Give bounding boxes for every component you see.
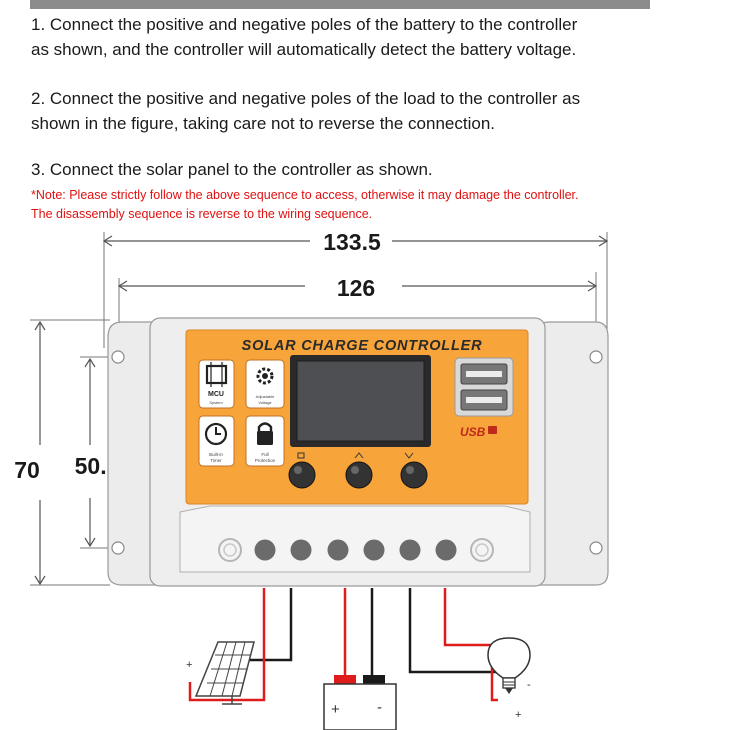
down-symbol-icon: [404, 452, 414, 459]
menu-button[interactable]: [288, 461, 316, 489]
solar-positive-wire: [188, 588, 266, 702]
up-symbol-icon: [354, 452, 364, 459]
adjustable-sub-label: Voltage: [258, 400, 272, 405]
load-positive-sign: +: [515, 709, 521, 721]
feature-built-in-timer: Built-in Timer: [198, 415, 235, 467]
battery-negative-terminal: [363, 675, 385, 684]
solar-positive-sign: +: [186, 659, 192, 671]
up-button[interactable]: [345, 461, 373, 489]
mounting-hole-top-left: [111, 350, 125, 364]
instruction-step-3: 3. Connect the solar panel to the contro…: [31, 160, 433, 179]
warning-note-line-1: *Note: Please strictly follow the above …: [31, 188, 579, 202]
instruction-step-1: 1. Connect the positive and negative pol…: [31, 12, 691, 62]
load-negative-sign: -: [527, 679, 531, 691]
dimension-overall-width-label: 133.5: [323, 229, 381, 255]
protection-label: Full: [261, 452, 268, 457]
clock-icon: [204, 422, 228, 446]
mounting-hole-bottom-left: [111, 541, 125, 555]
timer-label: Built-in: [209, 452, 223, 457]
controller-title: SOLAR CHARGE CONTROLLER: [242, 338, 483, 354]
header-bar: [30, 0, 650, 9]
dimension-overall-height: 70: [14, 319, 110, 586]
usb-ports: USB: [454, 357, 514, 439]
warning-note-line-2: The disassembly sequence is reverse to t…: [31, 207, 373, 221]
usb-label: USB: [460, 425, 486, 439]
instruction-step-2: 2. Connect the positive and negative pol…: [31, 86, 691, 136]
instruction-step-1-line-2: as shown, and the controller will automa…: [31, 40, 577, 59]
feature-mcu-system: MCU System: [198, 359, 235, 409]
load-positive-wire: [443, 588, 498, 702]
terminal-cover-right: [470, 538, 494, 562]
battery-positive-sign: +: [331, 701, 340, 718]
terminal-solar-positive[interactable]: [254, 539, 276, 561]
terminal-battery-positive[interactable]: [327, 539, 349, 561]
lcd-screen: [296, 360, 425, 442]
feature-full-protection: Full Protection: [245, 415, 285, 467]
solar-negative-wire: [240, 588, 293, 662]
gear-icon: [256, 367, 274, 385]
terminal-load-positive[interactable]: [399, 539, 421, 561]
mounting-hole-bottom-right: [589, 541, 603, 555]
solar-panel-icon: [194, 641, 255, 705]
terminal-cover-left: [218, 538, 242, 562]
battery-negative-sign: -: [377, 699, 382, 716]
usb-plug-icon: [488, 426, 497, 434]
wiring: [188, 588, 500, 702]
feature-adjustable-voltage: Adjustable Voltage: [245, 359, 285, 409]
battery-positive-terminal: [334, 675, 356, 684]
timer-sub-label: Timer: [210, 458, 222, 463]
down-button[interactable]: [400, 461, 428, 489]
mcu-label: MCU: [208, 391, 224, 398]
menu-symbol-icon: [297, 452, 305, 459]
protection-sub-label: Protection: [255, 458, 276, 463]
instruction-step-2-line-2: shown in the figure, taking care not to …: [31, 114, 495, 133]
terminal-battery-negative[interactable]: [363, 539, 385, 561]
mounting-hole-top-right: [589, 350, 603, 364]
dimension-overall-height-label: 70: [14, 457, 40, 483]
load-negative-wire: [408, 588, 500, 674]
instruction-step-1-line-1: 1. Connect the positive and negative pol…: [31, 15, 578, 34]
adjustable-label: Adjustable: [256, 394, 275, 399]
dimension-hole-spacing-label: 126: [337, 275, 375, 301]
terminal-block: [218, 538, 494, 562]
terminal-solar-negative[interactable]: [290, 539, 312, 561]
terminal-load-negative[interactable]: [435, 539, 457, 561]
battery-icon: [323, 675, 397, 730]
instruction-step-2-line-1: 2. Connect the positive and negative pol…: [31, 89, 581, 108]
control-buttons: [288, 452, 428, 489]
lock-icon: [257, 431, 273, 445]
chip-icon: [205, 364, 228, 385]
mcu-sub-label: System: [209, 400, 223, 405]
light-bulb-icon: [487, 637, 531, 694]
